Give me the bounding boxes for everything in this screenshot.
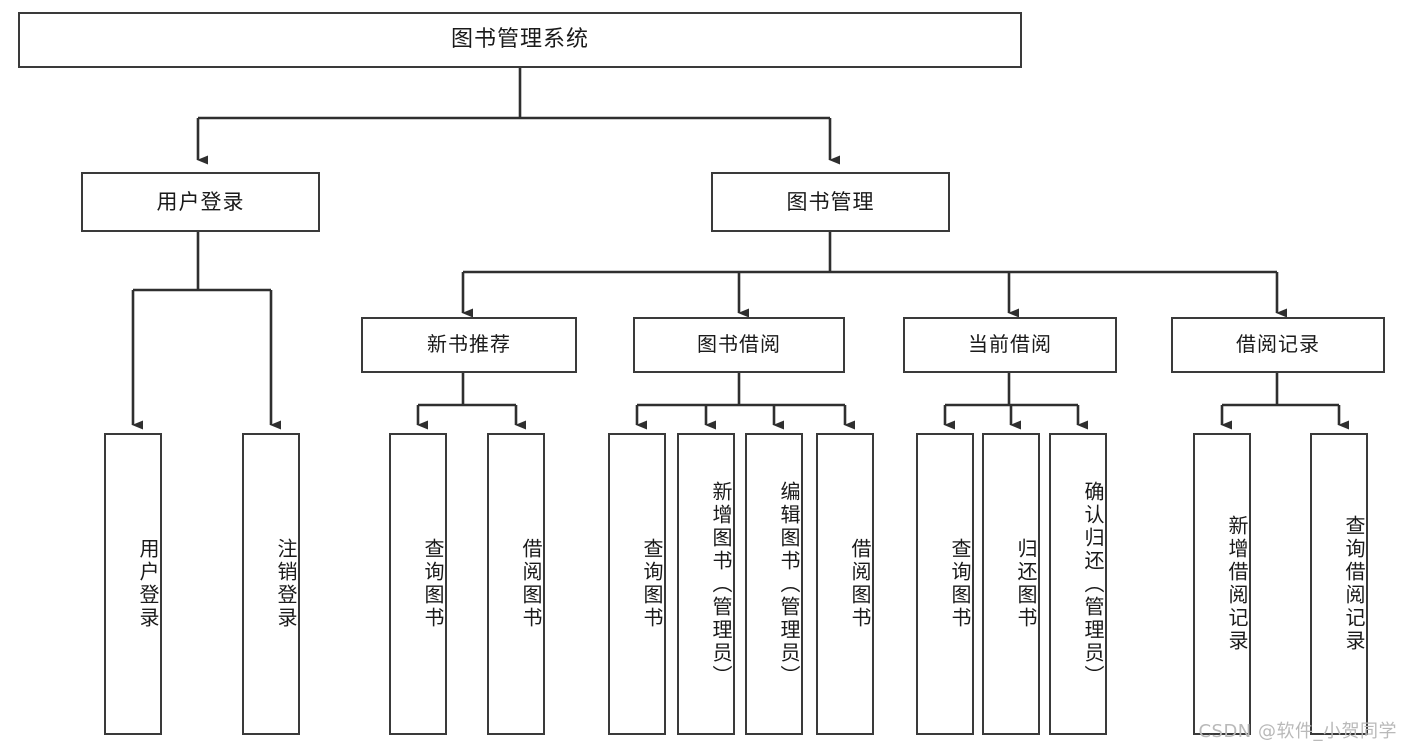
leaf-record-query-label: 查询借阅记录	[1342, 515, 1366, 653]
leaf-new-book-query[interactable]: 查询图书	[389, 433, 447, 735]
node-borrow-record[interactable]: 借阅记录	[1171, 317, 1385, 373]
node-user-login-label: 用户登录	[156, 189, 245, 214]
node-book-management-label: 图书管理	[786, 189, 875, 214]
leaf-current-return-book[interactable]: 归还图书	[982, 433, 1040, 735]
leaf-current-confirm-return[interactable]: 确认归还（管理员）	[1049, 433, 1107, 735]
leaf-borrow-borrow-book-label: 借阅图书	[848, 538, 872, 630]
leaf-borrow-borrow-book[interactable]: 借阅图书	[816, 433, 874, 735]
leaf-new-book-borrow[interactable]: 借阅图书	[487, 433, 545, 735]
leaf-borrow-edit-book[interactable]: 编辑图书（管理员）	[745, 433, 803, 735]
node-book-borrow-label: 图书借阅	[697, 332, 781, 357]
leaf-borrow-add-book-label: 新增图书（管理员）	[709, 480, 733, 688]
node-current-borrow-label: 当前借阅	[968, 332, 1052, 357]
leaf-user-login-signin[interactable]: 用户登录	[104, 433, 162, 735]
node-new-book-recommend-label: 新书推荐	[427, 332, 511, 357]
leaf-borrow-add-book[interactable]: 新增图书（管理员）	[677, 433, 735, 735]
leaf-record-query[interactable]: 查询借阅记录	[1310, 433, 1368, 735]
leaf-user-login-signout-label: 注销登录	[274, 538, 298, 630]
leaf-borrow-query-book-label: 查询图书	[640, 538, 664, 630]
leaf-user-login-signout[interactable]: 注销登录	[242, 433, 300, 735]
node-new-book-recommend[interactable]: 新书推荐	[361, 317, 577, 373]
leaf-borrow-edit-book-label: 编辑图书（管理员）	[777, 480, 801, 688]
leaf-record-add-label: 新增借阅记录	[1225, 515, 1249, 653]
node-book-management[interactable]: 图书管理	[711, 172, 950, 232]
leaf-current-query-book[interactable]: 查询图书	[916, 433, 974, 735]
leaf-borrow-query-book[interactable]: 查询图书	[608, 433, 666, 735]
leaf-current-confirm-return-label: 确认归还（管理员）	[1081, 480, 1105, 688]
node-book-borrow[interactable]: 图书借阅	[633, 317, 845, 373]
leaf-current-return-book-label: 归还图书	[1014, 538, 1038, 630]
leaf-record-add[interactable]: 新增借阅记录	[1193, 433, 1251, 735]
leaf-new-book-query-label: 查询图书	[421, 538, 445, 630]
leaf-user-login-signin-label: 用户登录	[136, 538, 160, 630]
leaf-new-book-borrow-label: 借阅图书	[519, 538, 543, 630]
node-root-label: 图书管理系统	[450, 26, 589, 52]
node-borrow-record-label: 借阅记录	[1236, 332, 1320, 357]
leaf-current-query-book-label: 查询图书	[948, 538, 972, 630]
node-user-login[interactable]: 用户登录	[81, 172, 320, 232]
node-current-borrow[interactable]: 当前借阅	[903, 317, 1117, 373]
node-root[interactable]: 图书管理系统	[18, 12, 1022, 68]
